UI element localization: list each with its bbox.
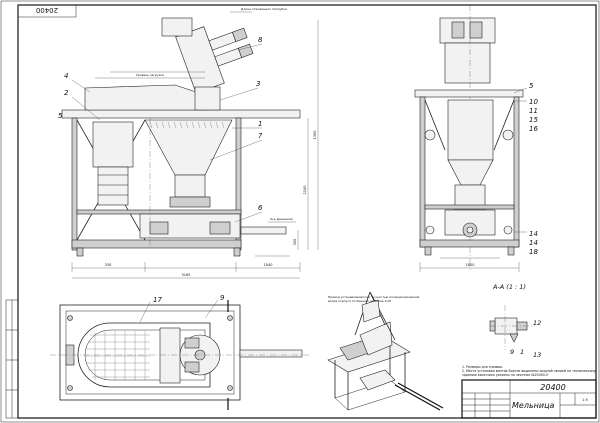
front-outlet-pipe <box>240 226 287 235</box>
plan-outlet-pipe <box>239 349 303 358</box>
front-inclined-feeder <box>175 26 254 94</box>
side-callout-14a: 14 <box>529 230 538 238</box>
top-stamp-number: 20400 <box>36 6 58 14</box>
note-line-3: заданию заказчика указаны на чертеже №20… <box>462 373 549 377</box>
side-hopper <box>447 99 494 161</box>
title-block <box>461 379 597 419</box>
side-callout-14b: 14 <box>529 239 538 247</box>
plan-callout-17: 17 <box>153 296 162 304</box>
title-drawing-number: 20400 <box>540 383 565 392</box>
iso-note-line-2: валов корпуса по биению не более 0,05 <box>328 299 391 303</box>
section-callout-12: 12 <box>533 319 541 327</box>
front-base-frame <box>71 239 242 249</box>
front-callout-6: 6 <box>258 204 263 212</box>
front-callout-8: 8 <box>258 36 263 44</box>
front-view <box>61 11 319 279</box>
plan-callout-9: 9 <box>220 294 225 302</box>
section-callout-13: 13 <box>533 351 541 359</box>
iso-note-line-1: Привод устанавливается с точностью позиц… <box>328 295 420 299</box>
plan-screen-track <box>77 322 211 388</box>
front-callout-7: 7 <box>258 132 263 140</box>
section-view <box>489 305 535 350</box>
front-callout-2: 2 <box>64 89 69 97</box>
section-callout-1: 1 <box>520 348 524 356</box>
dim-front-3: 1040 <box>264 263 273 267</box>
front-callout-3: 3 <box>256 80 260 88</box>
dim-front-height-3: 300 <box>293 239 297 246</box>
side-callout-11: 11 <box>529 107 538 115</box>
dim-front-1: 330 <box>105 263 112 267</box>
front-roof-housing <box>84 84 206 111</box>
top-stamp-box <box>17 4 77 18</box>
isometric-view <box>327 291 444 411</box>
front-note-level: Уровень загрузки <box>136 73 164 77</box>
left-binding-strip <box>5 299 19 419</box>
front-callout-4: 4 <box>64 72 68 80</box>
front-callout-5: 5 <box>58 112 63 120</box>
side-callout-18: 18 <box>529 248 538 256</box>
front-note-axis: Ось вращения <box>270 217 293 221</box>
section-callout-9: 9 <box>510 348 514 356</box>
dim-front-2: 3165 <box>182 273 191 277</box>
dim-side-width: 1800 <box>466 263 475 267</box>
front-motor <box>92 121 134 168</box>
dim-front-height-1: 1300 <box>313 131 317 140</box>
side-callout-16: 16 <box>529 125 538 133</box>
note-line-1: 1. Размеры для справок. <box>462 365 503 369</box>
dim-front-height-2: 2100 <box>303 186 307 195</box>
side-callout-15: 15 <box>529 116 538 124</box>
front-left-leg <box>71 117 78 251</box>
front-note-length: Длина отводящего патрубка <box>241 7 287 11</box>
side-top-plate <box>414 89 524 98</box>
front-top-plate <box>61 109 301 119</box>
section-label: A-A (1 : 1) <box>492 283 526 291</box>
title-drawing-name: Мельница <box>512 401 555 410</box>
side-callout-5: 5 <box>529 82 534 90</box>
side-callout-10: 10 <box>529 98 538 106</box>
inner-frame <box>17 4 597 419</box>
front-hopper-cone <box>144 119 233 176</box>
side-view <box>414 5 524 272</box>
title-scale: 1:5 <box>582 398 588 402</box>
note-line-2: 2. Места установки винтов Бортик выделен… <box>462 369 596 373</box>
plan-view <box>50 300 310 410</box>
front-callout-1: 1 <box>258 120 262 128</box>
